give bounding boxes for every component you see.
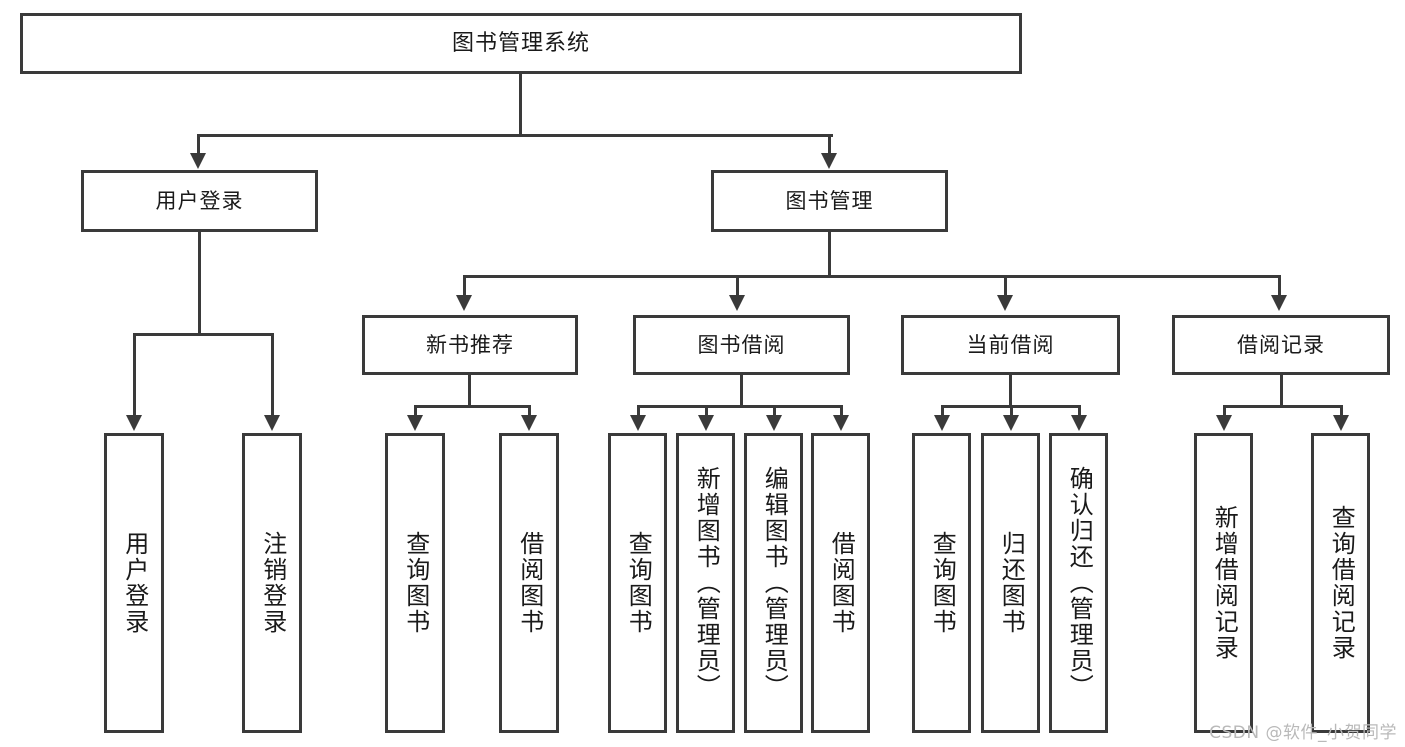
edge-root-to-user-login	[197, 134, 200, 156]
node-leaf-add-record-label: 新增借阅记录	[1210, 505, 1239, 661]
node-leaf-query-book-2-label: 查询图书	[624, 531, 653, 635]
node-leaf-confirm-return[interactable]: 确认归还（管理员）	[1049, 433, 1108, 733]
node-leaf-borrow-book-1[interactable]: 借阅图书	[499, 433, 559, 733]
node-leaf-add-book-label: 新增图书（管理员）	[692, 466, 721, 700]
node-leaf-borrow-book-2-label: 借阅图书	[827, 531, 856, 635]
arrow-leaf-query-record	[1333, 415, 1349, 431]
edge-user-login-to-leaf2	[271, 333, 274, 418]
edge-book-manage-bar	[463, 275, 1281, 278]
arrow-leaf-edit-book	[766, 415, 782, 431]
node-leaf-query-book-1[interactable]: 查询图书	[385, 433, 445, 733]
node-leaf-query-book-3-label: 查询图书	[928, 531, 957, 635]
edge-user-login-bar	[133, 333, 272, 336]
node-current-borrow[interactable]: 当前借阅	[901, 315, 1120, 375]
arrow-leaf-user-login	[126, 415, 142, 431]
arrow-leaf-add-record	[1216, 415, 1232, 431]
edge-bb-to-leaf2	[705, 405, 708, 418]
node-leaf-user-login-label: 用户登录	[120, 531, 149, 635]
arrow-leaf-query-book-2	[630, 415, 646, 431]
arrow-leaf-borrow-book-1	[521, 415, 537, 431]
node-book-manage-label: 图书管理	[785, 188, 874, 213]
edge-bb-to-leaf1	[637, 405, 640, 418]
edge-user-login-to-leaf1	[133, 333, 136, 418]
arrow-book-borrow	[729, 295, 745, 311]
node-leaf-edit-book-label: 编辑图书（管理员）	[760, 466, 789, 700]
edge-borrow-record-trunk	[1280, 375, 1283, 407]
edge-cb-to-leaf2	[1010, 405, 1013, 418]
edge-bm-to-book-borrow	[736, 275, 739, 297]
arrow-current-borrow	[997, 295, 1013, 311]
edge-nb-to-leaf1	[414, 405, 417, 418]
edge-nb-to-leaf2	[528, 405, 531, 418]
node-leaf-add-record[interactable]: 新增借阅记录	[1194, 433, 1253, 733]
node-leaf-return-book[interactable]: 归还图书	[981, 433, 1040, 733]
edge-current-borrow-trunk	[1009, 375, 1012, 407]
node-current-borrow-label: 当前借阅	[966, 332, 1055, 357]
arrow-book-manage	[821, 153, 837, 169]
node-leaf-confirm-return-label: 确认归还（管理员）	[1065, 466, 1094, 700]
node-leaf-borrow-book-2[interactable]: 借阅图书	[811, 433, 870, 733]
node-leaf-edit-book[interactable]: 编辑图书（管理员）	[744, 433, 803, 733]
edge-new-book-trunk	[468, 375, 471, 407]
edge-borrow-record-bar	[1223, 405, 1343, 408]
node-new-book-rec[interactable]: 新书推荐	[362, 315, 578, 375]
edge-user-login-trunk	[198, 232, 201, 335]
arrow-leaf-confirm-return	[1071, 415, 1087, 431]
node-root[interactable]: 图书管理系统	[20, 13, 1022, 74]
node-root-label: 图书管理系统	[451, 30, 590, 56]
node-borrow-record-label: 借阅记录	[1237, 332, 1325, 357]
edge-bm-to-borrow-record	[1278, 275, 1281, 297]
arrow-leaf-add-book	[698, 415, 714, 431]
node-leaf-logout-label: 注销登录	[258, 531, 287, 635]
edge-bb-to-leaf4	[840, 405, 843, 418]
watermark: CSDN @软件_小贺同学	[1209, 723, 1397, 743]
edge-bm-to-current-borrow	[1004, 275, 1007, 297]
arrow-leaf-borrow-book-2	[833, 415, 849, 431]
edge-cb-to-leaf1	[941, 405, 944, 418]
edge-br-to-leaf2	[1340, 405, 1343, 418]
node-leaf-logout[interactable]: 注销登录	[242, 433, 302, 733]
node-leaf-query-record[interactable]: 查询借阅记录	[1311, 433, 1370, 733]
node-leaf-query-book-3[interactable]: 查询图书	[912, 433, 971, 733]
node-leaf-add-book[interactable]: 新增图书（管理员）	[676, 433, 735, 733]
arrow-leaf-return-book	[1003, 415, 1019, 431]
node-leaf-return-book-label: 归还图书	[997, 531, 1026, 635]
edge-new-book-bar	[414, 405, 531, 408]
edge-root-trunk	[519, 74, 522, 136]
edge-root-bar	[197, 134, 833, 137]
node-book-borrow-label: 图书借阅	[697, 332, 786, 357]
node-user-login-label: 用户登录	[155, 188, 244, 213]
node-borrow-record[interactable]: 借阅记录	[1172, 315, 1390, 375]
arrow-borrow-record	[1271, 295, 1287, 311]
arrow-leaf-logout	[264, 415, 280, 431]
edge-book-manage-trunk	[828, 232, 831, 277]
edge-root-to-book-manage	[828, 134, 831, 156]
node-leaf-borrow-book-1-label: 借阅图书	[515, 531, 544, 635]
edge-bb-to-leaf3	[773, 405, 776, 418]
edge-book-borrow-bar	[637, 405, 842, 408]
node-book-borrow[interactable]: 图书借阅	[633, 315, 850, 375]
arrow-user-login	[190, 153, 206, 169]
node-leaf-user-login[interactable]: 用户登录	[104, 433, 164, 733]
edge-br-to-leaf1	[1223, 405, 1226, 418]
node-book-manage[interactable]: 图书管理	[711, 170, 948, 232]
node-leaf-query-book-2[interactable]: 查询图书	[608, 433, 667, 733]
node-user-login[interactable]: 用户登录	[81, 170, 318, 232]
edge-book-borrow-trunk	[740, 375, 743, 407]
arrow-new-book-rec	[456, 295, 472, 311]
node-leaf-query-record-label: 查询借阅记录	[1327, 505, 1356, 661]
arrow-leaf-query-book-1	[407, 415, 423, 431]
node-new-book-rec-label: 新书推荐	[426, 332, 514, 357]
arrow-leaf-query-book-3	[934, 415, 950, 431]
node-leaf-query-book-1-label: 查询图书	[401, 531, 430, 635]
edge-bm-to-new-book	[463, 275, 466, 297]
edge-cb-to-leaf3	[1078, 405, 1081, 418]
